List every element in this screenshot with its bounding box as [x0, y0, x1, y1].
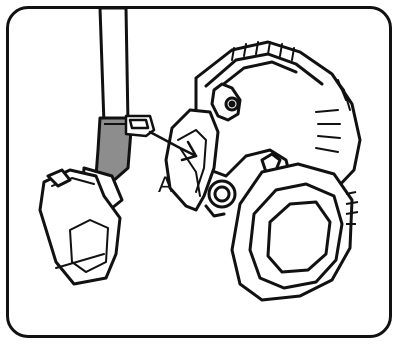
vacuum-wheel [232, 164, 358, 300]
label-a: A [158, 172, 173, 197]
floor-nozzle [40, 168, 122, 284]
wand-tube [100, 8, 128, 124]
